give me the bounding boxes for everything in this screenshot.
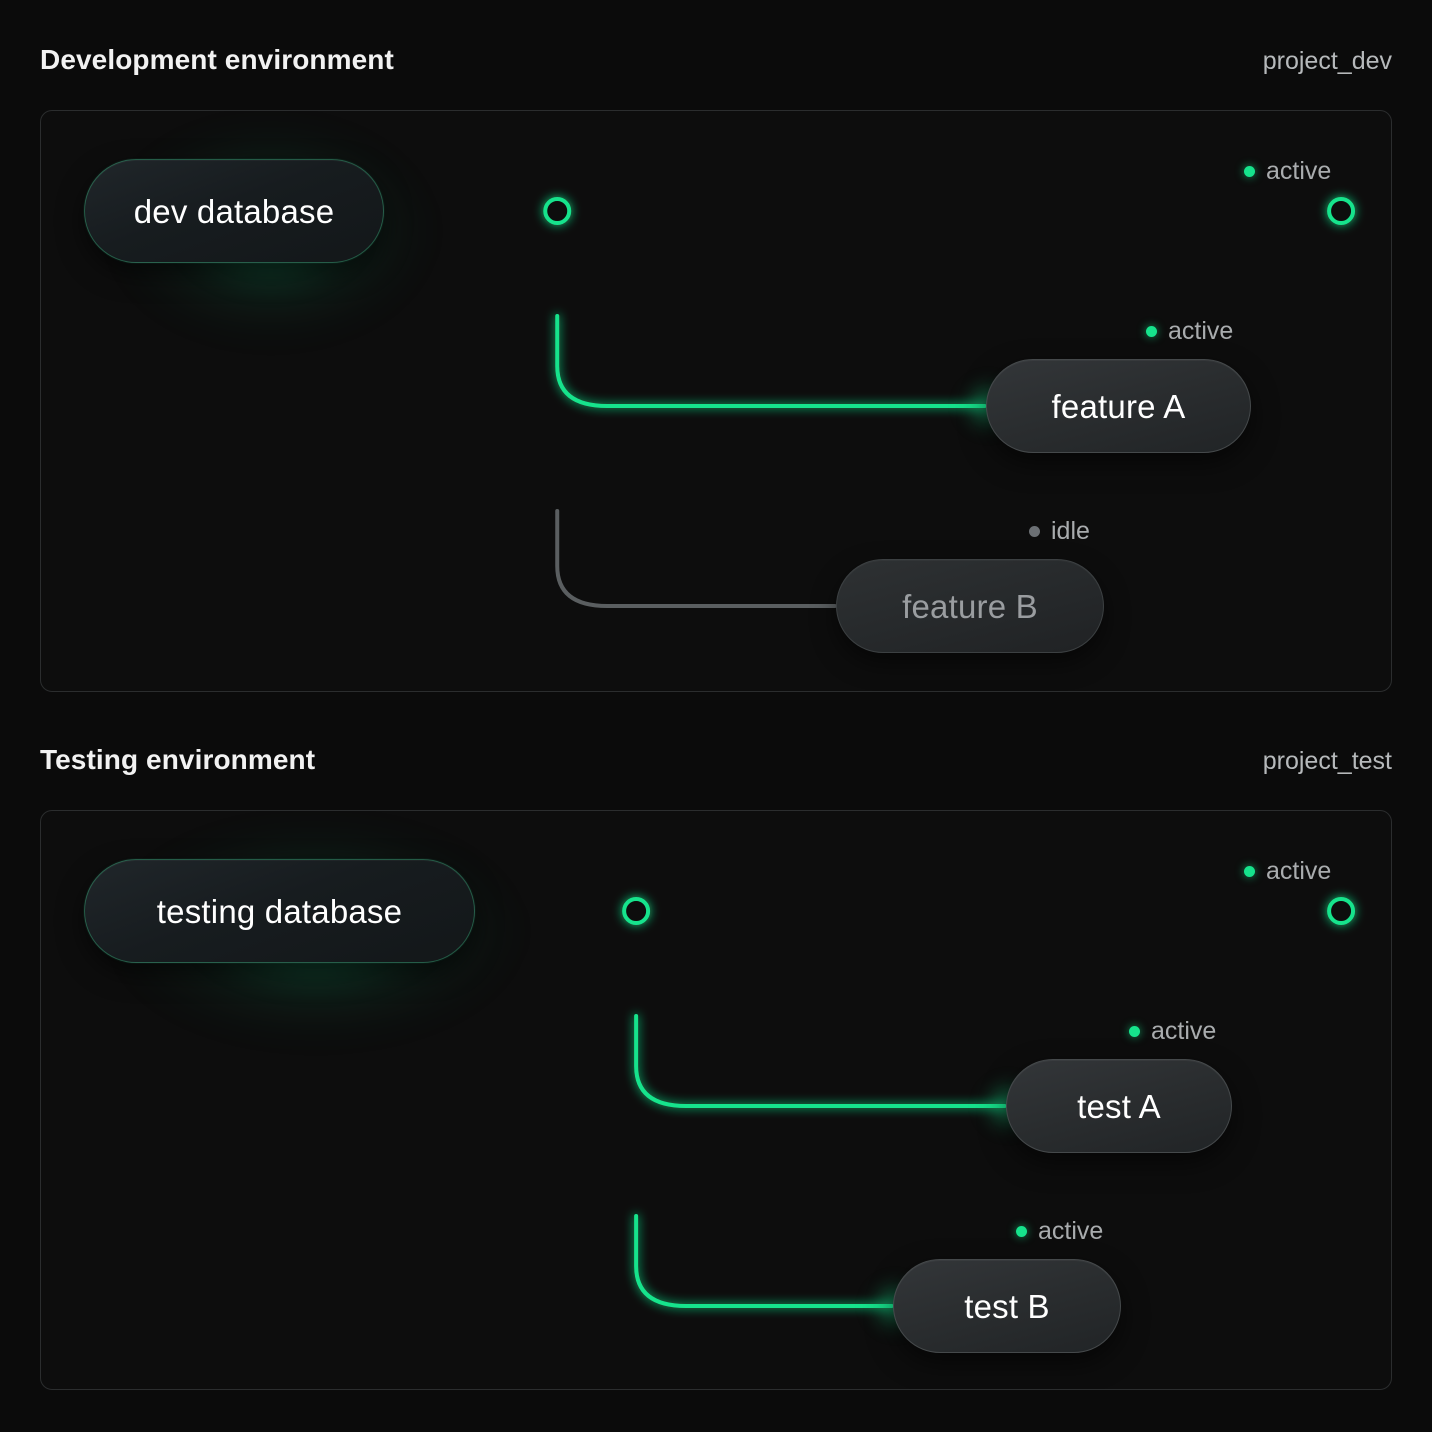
section-header-testing: Testing environment project_test xyxy=(40,744,1392,776)
node-test-a[interactable]: test A xyxy=(1006,1059,1232,1153)
node-feature-a[interactable]: feature A xyxy=(986,359,1251,453)
node-label: feature A xyxy=(1051,387,1186,425)
junction-node-testing[interactable] xyxy=(622,897,651,925)
status-label: active xyxy=(1151,1017,1217,1045)
node-label: feature B xyxy=(902,587,1038,625)
status-dot-icon xyxy=(1146,326,1157,337)
status-dot-icon xyxy=(1244,166,1255,177)
junction-node-development[interactable] xyxy=(543,197,572,225)
endpoint-node-development[interactable] xyxy=(1327,197,1356,225)
connection-wires-testing xyxy=(472,897,1356,1308)
status-dot-icon xyxy=(1244,866,1255,877)
node-feature-b[interactable]: feature B xyxy=(836,559,1104,653)
status-dot-icon xyxy=(1016,1226,1027,1237)
status-label: active xyxy=(1168,317,1234,345)
status-badge-trunk-testing: active xyxy=(1244,859,1331,884)
status-label: idle xyxy=(1051,517,1090,545)
section-header-development: Development environment project_dev xyxy=(40,44,1392,76)
status-badge-test-a: active xyxy=(1129,1019,1216,1044)
status-label: active xyxy=(1266,857,1332,885)
wire-branch-test-b xyxy=(634,1214,894,1308)
panel-development: active dev database active feature A idl… xyxy=(40,110,1392,692)
wire-branch-feature-b xyxy=(555,509,837,608)
connection-wires-development xyxy=(381,197,1356,613)
wire-branch-test-a xyxy=(634,1014,1007,1108)
endpoint-node-testing[interactable] xyxy=(1327,897,1356,925)
wiring-canvas-development: active dev database active feature A idl… xyxy=(41,111,1391,691)
status-badge-feature-a: active xyxy=(1146,319,1233,344)
page-title-development: Development environment xyxy=(40,44,394,75)
status-dot-icon xyxy=(1129,1026,1140,1037)
status-badge-feature-b: idle xyxy=(1029,519,1090,544)
node-label: dev database xyxy=(133,192,335,230)
status-label: active xyxy=(1266,157,1332,185)
project-name-development: project_dev xyxy=(1262,47,1392,75)
node-test-b[interactable]: test B xyxy=(893,1259,1121,1353)
status-label: active xyxy=(1038,1217,1104,1245)
wiring-canvas-testing: active testing database active test A ac… xyxy=(41,811,1391,1389)
node-label: test B xyxy=(964,1287,1050,1325)
node-label: test A xyxy=(1077,1087,1161,1125)
wire-branch-feature-a xyxy=(555,314,987,408)
page-title-testing: Testing environment xyxy=(40,744,316,775)
panel-testing: active testing database active test A ac… xyxy=(40,810,1392,1390)
status-badge-trunk-development: active xyxy=(1244,159,1331,184)
project-name-testing: project_test xyxy=(1262,747,1392,775)
node-label: testing database xyxy=(156,892,403,930)
status-badge-test-b: active xyxy=(1016,1219,1103,1244)
status-dot-icon xyxy=(1029,526,1040,537)
node-testing-database[interactable]: testing database xyxy=(84,859,475,963)
node-dev-database[interactable]: dev database xyxy=(84,159,384,263)
